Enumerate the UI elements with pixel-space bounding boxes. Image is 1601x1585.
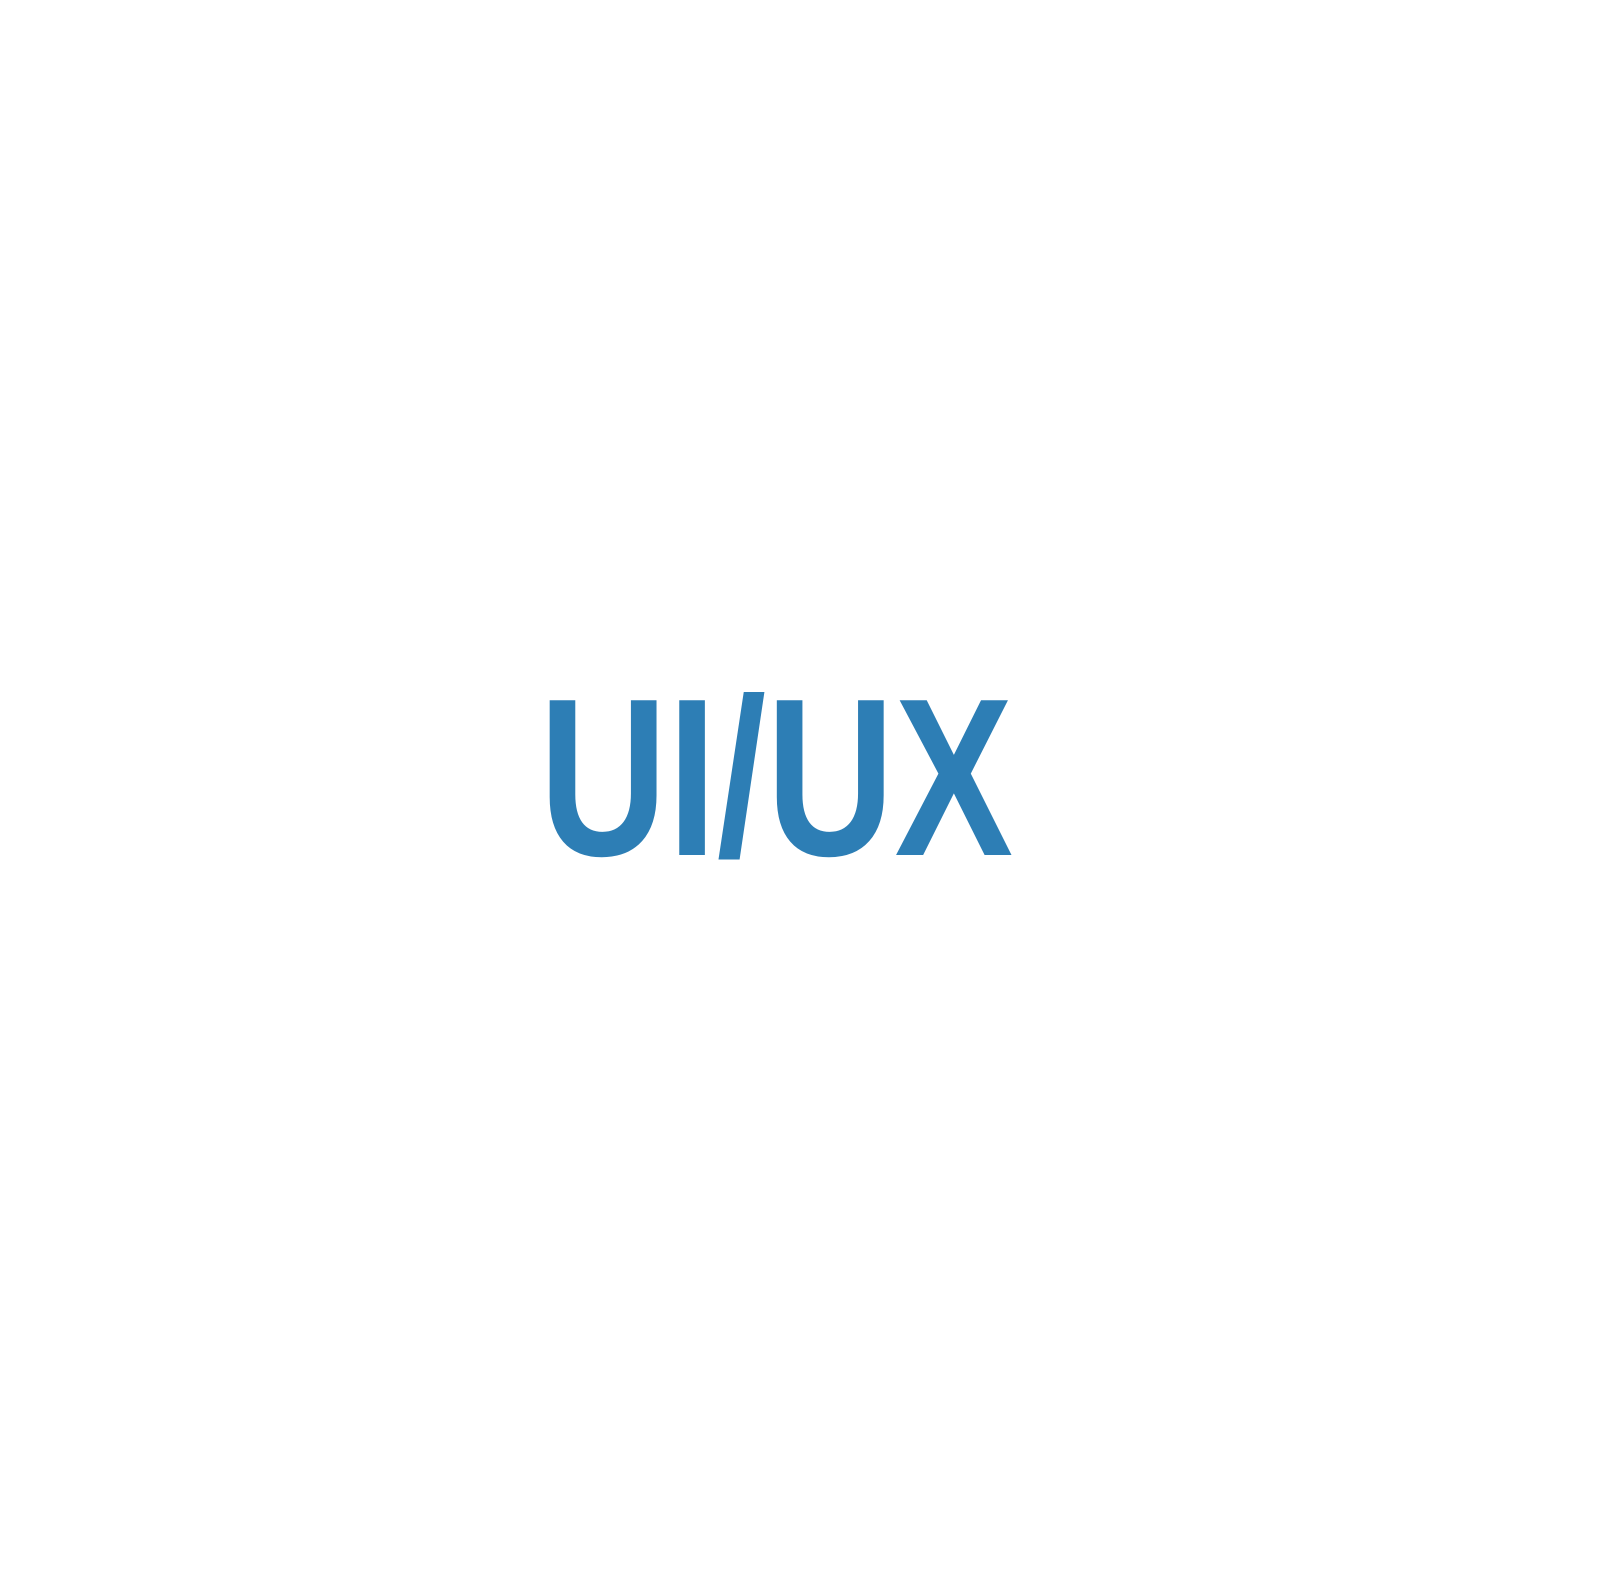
uiux-wordmark: UI/UX xyxy=(539,651,1014,903)
